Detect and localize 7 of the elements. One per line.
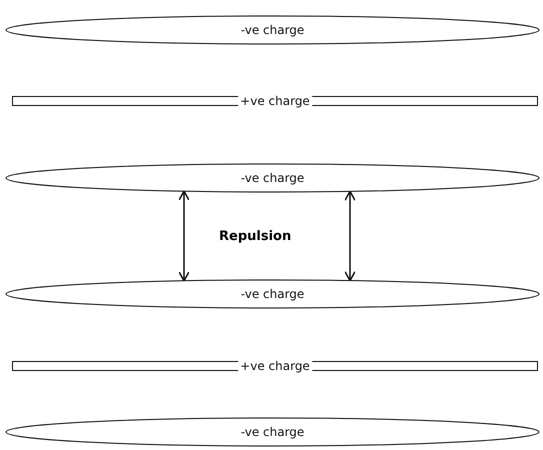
charge-label: -ve charge — [240, 23, 306, 37]
charge-label: -ve charge — [240, 171, 306, 185]
charge-label: +ve charge — [238, 94, 312, 108]
charge-label: +ve charge — [238, 359, 312, 373]
charge-label: -ve charge — [240, 287, 306, 301]
force-label: Repulsion — [219, 229, 292, 244]
charge-label: -ve charge — [240, 425, 306, 439]
